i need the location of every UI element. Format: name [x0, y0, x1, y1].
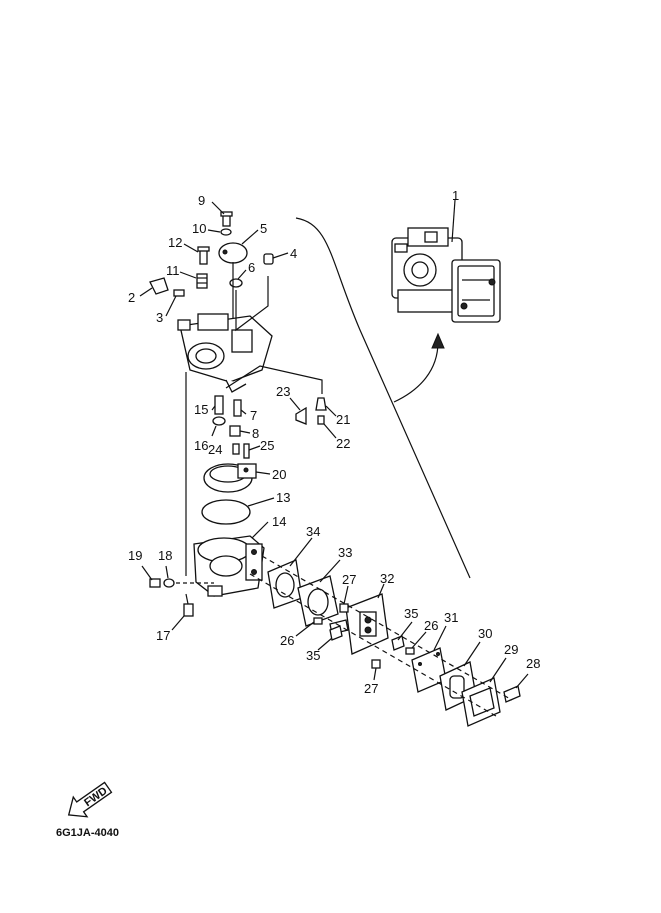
callout-28: 28 [526, 656, 540, 671]
nozzle-7 [233, 399, 242, 417]
leader-1 [451, 199, 456, 243]
callout-13: 13 [276, 490, 290, 505]
fwd-arrow-icon: FWD [67, 781, 113, 818]
screw-3 [173, 289, 185, 297]
cap-4 [263, 253, 274, 265]
callout-24: 24 [208, 442, 222, 457]
screw-12 [199, 249, 208, 265]
gasket-13 [201, 499, 251, 525]
assembly-separator-curve [295, 217, 471, 579]
needle-valve-21 [315, 397, 327, 411]
callout-11: 11 [166, 263, 180, 278]
callout-9: 9 [198, 193, 205, 208]
leaders-upper [139, 201, 323, 394]
fitting-35-left [329, 625, 343, 641]
callout-6: 6 [248, 260, 255, 275]
callout-35-right: 35 [404, 606, 418, 621]
carburetor-assembly-illustration [391, 227, 501, 323]
plug-6 [229, 278, 243, 288]
callout-14: 14 [272, 514, 286, 529]
callout-7: 7 [250, 408, 257, 423]
callout-25: 25 [260, 438, 274, 453]
washer-10 [220, 228, 232, 236]
callout-18: 18 [158, 548, 172, 563]
callout-10: 10 [192, 221, 206, 236]
callout-27-lower: 27 [364, 681, 378, 696]
callout-19: 19 [128, 548, 142, 563]
callout-34: 34 [306, 524, 320, 539]
screw-26-right [405, 647, 415, 655]
float-bowl-14 [193, 535, 265, 597]
nut-27-upper [339, 603, 349, 613]
callout-12: 12 [168, 235, 182, 250]
callout-32: 32 [380, 571, 394, 586]
leaders-right [289, 537, 529, 689]
screw-24 [232, 443, 240, 455]
seat-22 [317, 415, 325, 425]
callout-3: 3 [156, 310, 163, 325]
callout-22: 22 [336, 436, 350, 451]
washer-16 [212, 416, 226, 426]
carburetor-body [177, 313, 273, 393]
washer-18 [163, 578, 175, 588]
callout-26-right: 26 [424, 618, 438, 633]
drain-screw-17 [183, 603, 194, 617]
callout-4: 4 [290, 246, 297, 261]
diagram-code: 6G1JA-4040 [56, 827, 119, 839]
screw-2 [149, 277, 169, 295]
fuel-pump-body-32 [329, 593, 389, 655]
fitting-35-right [391, 635, 405, 651]
leaders-mid [185, 372, 337, 576]
cover-29 [461, 677, 501, 727]
callout-23: 23 [276, 384, 290, 399]
clip-23 [295, 406, 307, 425]
callout-8: 8 [252, 426, 259, 441]
jet-15 [214, 395, 224, 415]
callout-27-upper: 27 [342, 572, 356, 587]
callout-15: 15 [194, 402, 208, 417]
jet-8 [229, 425, 241, 437]
gasket-33 [297, 575, 339, 627]
callout-1: 1 [452, 188, 459, 203]
callout-labels: 1 2 3 4 5 6 7 8 9 10 11 12 13 14 15 16 1… [128, 188, 540, 696]
screw-26-left [313, 617, 323, 625]
callout-17: 17 [156, 628, 170, 643]
leader-14 [251, 521, 269, 539]
callout-33: 33 [338, 545, 352, 560]
leaders-bowl-screws [141, 565, 214, 631]
gasket-34 [267, 559, 303, 609]
callout-16: 16 [194, 438, 208, 453]
screw-19 [149, 578, 161, 588]
callout-26-left: 26 [280, 633, 294, 648]
callout-30: 30 [478, 626, 492, 641]
callout-31: 31 [444, 610, 458, 625]
callout-20: 20 [272, 467, 286, 482]
spring-11 [196, 273, 208, 289]
nut-27-lower [371, 659, 381, 669]
screw-28 [503, 685, 521, 703]
callout-2: 2 [128, 290, 135, 305]
callout-21: 21 [336, 412, 350, 427]
pin-25 [243, 443, 250, 459]
alignment-lines-right [249, 555, 513, 717]
assembly-arrow [393, 341, 439, 403]
callout-29: 29 [504, 642, 518, 657]
callout-5: 5 [260, 221, 267, 236]
callout-35-left: 35 [306, 648, 320, 663]
float-20 [203, 463, 257, 493]
